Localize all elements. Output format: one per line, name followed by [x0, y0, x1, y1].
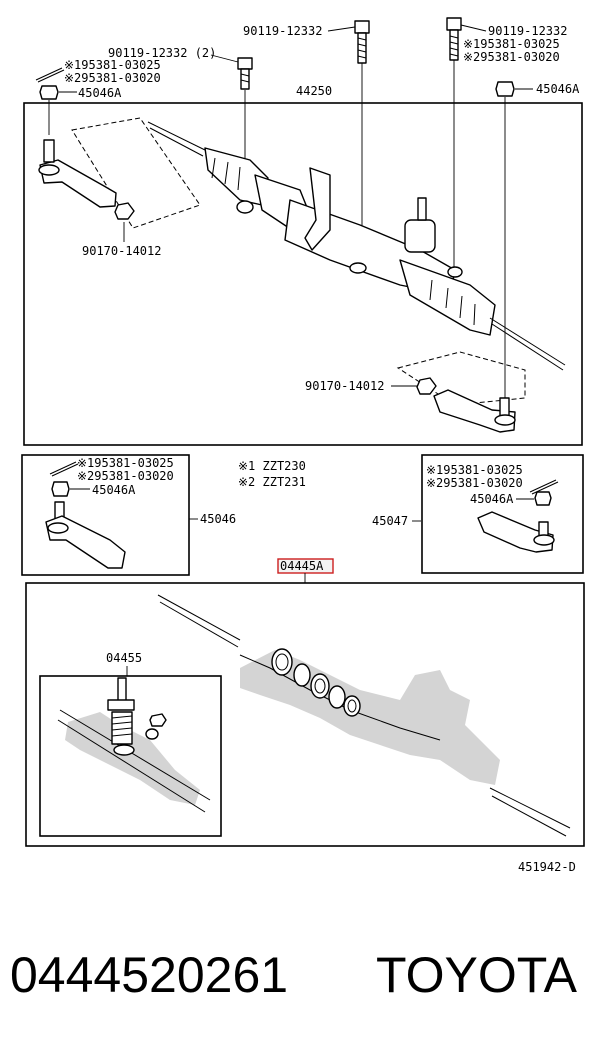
drawing-id: 451942-D [518, 860, 576, 874]
label-left-pin-1: ※195381-03025 [77, 456, 174, 470]
seal-rings-icon [271, 648, 361, 717]
dashed-outline-left [71, 117, 201, 229]
label-pin-right-2: ※295381-03020 [463, 50, 560, 64]
label-part-tag: 04445A [280, 559, 324, 573]
nut-left-top-icon [39, 85, 59, 100]
label-right-pin-2: ※295381-03020 [426, 476, 523, 490]
label-left-pin-2: ※295381-03020 [77, 469, 174, 483]
bolt-left-icon [237, 57, 253, 90]
label-nut-right-top: 45046A [536, 82, 580, 96]
brand-caption: TOYOTA [376, 947, 578, 1003]
nut-right-lower-icon [416, 377, 437, 395]
label-left-nut: 45046A [92, 483, 136, 497]
model-note-1: ※1 ZZT230 [238, 459, 306, 473]
label-nut-left-top: 45046A [78, 86, 122, 100]
kit-inner-detail [57, 677, 211, 813]
label-right-nut: 45046A [470, 492, 514, 506]
label-nut-left-lower: 90170-14012 [82, 244, 161, 258]
label-bolt-left: 90119-12332 (2) [108, 46, 216, 60]
label-nut-right-lower: 90170-14012 [305, 379, 384, 393]
kit-inner-frame [39, 675, 222, 837]
tie-rod-end-left-icon [38, 139, 117, 208]
label-rack-assembly: 44250 [296, 84, 332, 98]
model-note-2: ※2 ZZT231 [238, 475, 306, 489]
cotter-pin-left-icon [35, 67, 65, 83]
kit-frame [25, 582, 585, 847]
part-tag-highlight [277, 558, 334, 574]
rack-ghost-outline [157, 594, 571, 837]
part-number-caption: 0444520261 [10, 947, 288, 1003]
main-assembly-frame [23, 102, 583, 446]
nut-right-top-icon [495, 81, 515, 97]
left-end-frame [21, 454, 190, 576]
nut-right-end-icon [534, 491, 552, 506]
label-left-part: 45046 [200, 512, 236, 526]
nut-left-lower-icon [114, 202, 135, 220]
tie-rod-end-45047-icon [477, 511, 555, 553]
bolt-top-center-icon [354, 20, 370, 64]
label-right-pin-1: ※195381-03025 [426, 463, 523, 477]
label-pin-left-1: ※195381-03025 [64, 58, 161, 72]
label-kit-inner: 04455 [106, 651, 142, 665]
right-end-frame [421, 454, 584, 574]
label-pin-left-2: ※295381-03020 [64, 71, 161, 85]
steering-rack-assembly-icon [147, 121, 566, 371]
label-pin-right-1: ※195381-03025 [463, 37, 560, 51]
bolt-right-icon [446, 17, 462, 61]
nut-left-end-icon [51, 481, 70, 497]
tie-rod-end-right-icon [433, 389, 516, 433]
label-bolt-right: 90119-12332 [488, 24, 567, 38]
tie-rod-end-45046-icon [45, 501, 126, 569]
cotter-pin-left-end-icon [49, 461, 79, 477]
label-right-part: 45047 [372, 514, 408, 528]
label-bolt-top: 90119-12332 [243, 24, 322, 38]
